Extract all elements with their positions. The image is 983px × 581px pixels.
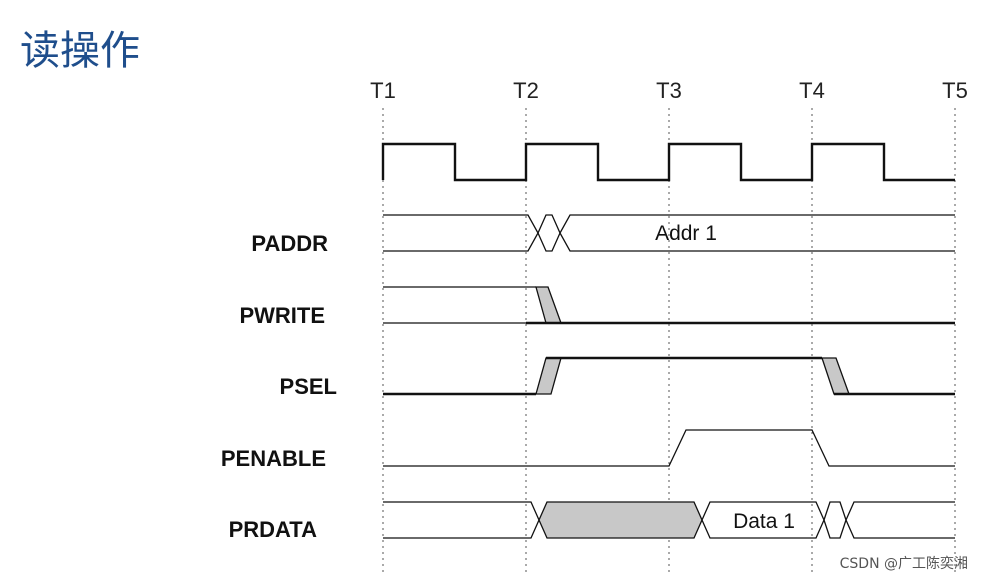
paddr-bus-before (383, 214, 539, 252)
psel-rise-transition (535, 357, 562, 395)
signal-label-prdata: PRDATA (229, 517, 318, 542)
page-title: 读操作 (20, 28, 140, 74)
paddr-value: Addr 1 (655, 222, 717, 245)
prdata-value: Data 1 (733, 510, 795, 533)
paddr-bus-after (559, 214, 955, 252)
prdata-transition (823, 501, 847, 539)
prdata-bus-after (845, 501, 955, 539)
time-marker-t1: T1 (370, 78, 396, 103)
pclk-waveform (381, 142, 955, 182)
time-marker-t5: T5 (942, 78, 968, 103)
time-marker-t2: T2 (513, 78, 539, 103)
time-marker-t3: T3 (656, 78, 682, 103)
penable-waveform (383, 429, 955, 467)
time-marker-t4: T4 (799, 78, 825, 103)
signal-label-paddr: PADDR (251, 231, 328, 256)
prdata-invalid-region (538, 501, 703, 539)
signal-label-pwrite: PWRITE (239, 303, 325, 328)
signal-label-penable: PENABLE (221, 446, 326, 471)
pwrite-transition (535, 286, 562, 324)
paddr-transition (537, 214, 561, 252)
watermark: CSDN @广工陈奕湘 (840, 555, 968, 572)
signal-label-psel: PSEL (280, 374, 337, 399)
prdata-bus-before (383, 501, 540, 539)
psel-fall-transition (821, 357, 850, 395)
